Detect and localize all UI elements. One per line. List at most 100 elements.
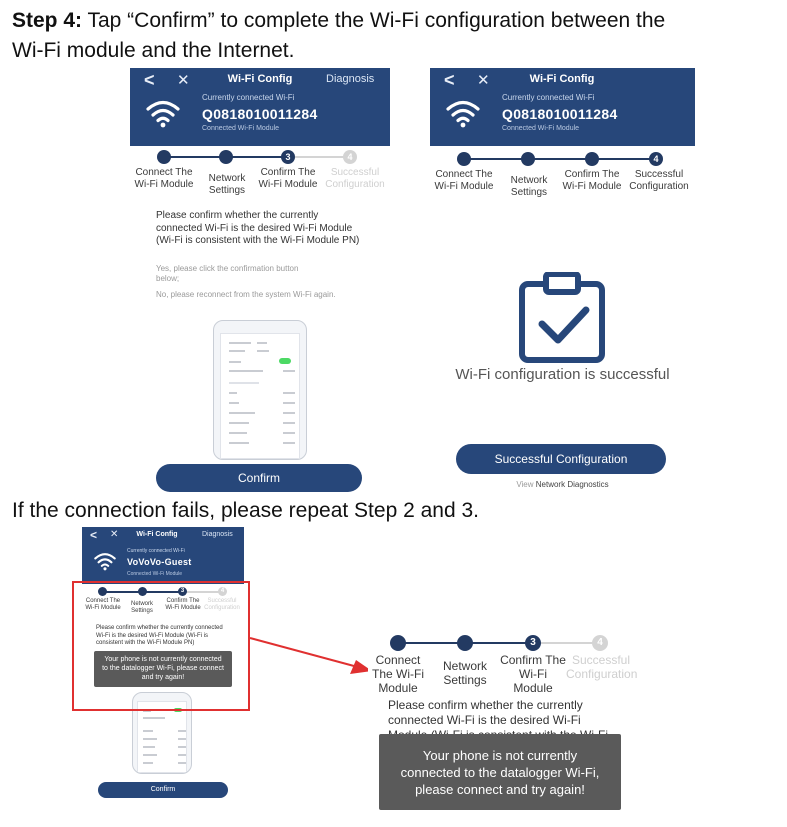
settings-row xyxy=(229,442,249,444)
step-number: 4 xyxy=(592,635,608,651)
settings-row xyxy=(229,432,247,434)
step-label: Network Settings xyxy=(510,175,548,198)
step-label: Network Settings xyxy=(442,659,487,687)
confirm-instructions: Please confirm whether the currently con… xyxy=(388,698,608,734)
step-line xyxy=(186,591,222,593)
no-instructions: No, please reconnect from the system Wi-… xyxy=(156,290,336,299)
back-icon[interactable]: < xyxy=(444,70,455,90)
settings-row xyxy=(143,754,157,756)
settings-row xyxy=(178,754,186,756)
ssid-name: Q0818010011284 xyxy=(502,106,618,122)
step-label: Confirm The Wi-Fi Module xyxy=(165,598,201,611)
step-label: Connect The Wi-Fi Module xyxy=(85,598,121,611)
settings-row xyxy=(283,432,295,434)
step-label: Connect The Wi-Fi Module xyxy=(134,167,194,190)
diagnosis-link[interactable]: Diagnosis xyxy=(326,73,375,85)
settings-row xyxy=(229,361,241,363)
step-number: 4 xyxy=(218,587,227,596)
app-title: Wi-Fi Config xyxy=(227,73,293,85)
step-done-icon xyxy=(157,150,171,164)
confirm-button[interactable]: Confirm xyxy=(98,782,228,798)
settings-row xyxy=(143,730,153,732)
step-done-icon xyxy=(98,587,107,596)
step-line xyxy=(404,642,464,644)
connected-label: Currently connected Wi-Fi xyxy=(202,93,295,102)
step-line xyxy=(470,642,530,644)
phone-illustration xyxy=(132,692,192,774)
step-label: Successful Configuration xyxy=(629,169,689,192)
step-progress: 4 Connect The Wi-Fi Module Network Setti… xyxy=(430,148,695,208)
arrow-icon xyxy=(249,637,372,674)
step-done-icon xyxy=(457,152,471,166)
settings-row xyxy=(229,382,259,384)
step-line xyxy=(534,158,592,160)
step-line xyxy=(294,156,350,158)
step-number: 3 xyxy=(281,150,295,164)
back-icon[interactable]: < xyxy=(144,70,155,90)
app-header: < ✕ Wi-Fi Config Diagnosis Currently con… xyxy=(130,68,390,146)
settings-row xyxy=(229,370,263,372)
step-line xyxy=(598,158,656,160)
step-line xyxy=(146,591,184,593)
app-title: Wi-Fi Config xyxy=(136,531,178,538)
settings-row xyxy=(229,342,251,344)
error-toast: Your phone is not currently connected to… xyxy=(94,651,232,687)
settings-row xyxy=(143,738,157,740)
phone-screen xyxy=(137,701,187,773)
fail-instruction: If the connection fails, please repeat S… xyxy=(12,499,479,522)
step-label: Network Settings xyxy=(208,173,246,196)
ssid-name: Q0818010011284 xyxy=(202,106,318,122)
module-label: Connected Wi-Fi Module xyxy=(127,571,183,577)
ssid-name: VoVoVo-Guest xyxy=(127,557,192,567)
confirm-instructions: Please confirm whether the currently con… xyxy=(96,625,223,646)
settings-row xyxy=(143,710,151,712)
settings-row xyxy=(257,342,267,344)
close-icon[interactable]: ✕ xyxy=(177,72,190,89)
step-label: Confirm The Wi-Fi Module xyxy=(562,169,622,192)
step4-line1: Tap “Confirm” to complete the Wi-Fi conf… xyxy=(82,9,666,32)
step-progress: 3 4 Connect The Wi-Fi Module Network Set… xyxy=(82,585,244,625)
step-done-icon xyxy=(457,635,473,651)
settings-row xyxy=(143,717,165,719)
step-line xyxy=(232,156,288,158)
settings-row xyxy=(283,442,295,444)
settings-row xyxy=(283,370,295,372)
settings-row xyxy=(257,350,269,352)
step-progress: 3 4 Connect The Wi-Fi Module Network Set… xyxy=(130,146,390,206)
yes-instructions: Yes, please click the confirmation butto… xyxy=(156,264,299,284)
back-icon[interactable]: < xyxy=(90,528,98,542)
diagnosis-link[interactable]: Diagnosis xyxy=(202,531,233,538)
close-icon[interactable]: ✕ xyxy=(477,72,490,89)
success-message: Wi-Fi configuration is successful xyxy=(455,366,670,383)
view-diagnostics-link[interactable]: View Network Diagnostics xyxy=(430,480,695,490)
app-title: Wi-Fi Config xyxy=(529,73,595,85)
confirm-button[interactable]: Confirm xyxy=(156,464,362,492)
screenshot-success: < ✕ Wi-Fi Config Currently connected Wi-… xyxy=(430,68,695,498)
connected-label: Currently connected Wi-Fi xyxy=(127,548,185,554)
step-label: Network Settings xyxy=(130,601,153,614)
screenshot-fail-small: < ✕ Wi-Fi Config Diagnosis Currently con… xyxy=(82,527,244,802)
step-done-icon xyxy=(521,152,535,166)
screenshot-fail-zoomed: 3 4 Connect The Wi-Fi Module Network Set… xyxy=(368,628,638,813)
wifi-icon xyxy=(146,100,180,128)
step-line xyxy=(536,642,596,644)
error-toast: Your phone is not currently connected to… xyxy=(379,734,621,810)
highlight-box xyxy=(72,581,250,711)
wifi-toggle xyxy=(279,358,291,364)
settings-row xyxy=(178,738,186,740)
close-icon[interactable]: ✕ xyxy=(110,529,119,540)
step4-line2: Wi-Fi module and the Internet. xyxy=(12,39,295,62)
successful-configuration-button[interactable]: Successful Configuration xyxy=(456,444,666,474)
phone-screen xyxy=(220,333,300,459)
step-label: Connect The Wi-Fi Module xyxy=(434,169,494,192)
view-prefix: View xyxy=(516,480,536,489)
module-label: Connected Wi-Fi Module xyxy=(502,125,580,132)
confirm-instructions: Please confirm whether the currently con… xyxy=(156,210,360,246)
screenshot-confirm: < ✕ Wi-Fi Config Diagnosis Currently con… xyxy=(130,68,390,498)
step4-label: Step 4: xyxy=(12,9,83,32)
step-done-icon xyxy=(138,587,147,596)
step-done-icon xyxy=(219,150,233,164)
step-number: 4 xyxy=(343,150,357,164)
step-done-icon xyxy=(585,152,599,166)
step-label: Confirm The Wi-Fi Module xyxy=(258,167,318,190)
